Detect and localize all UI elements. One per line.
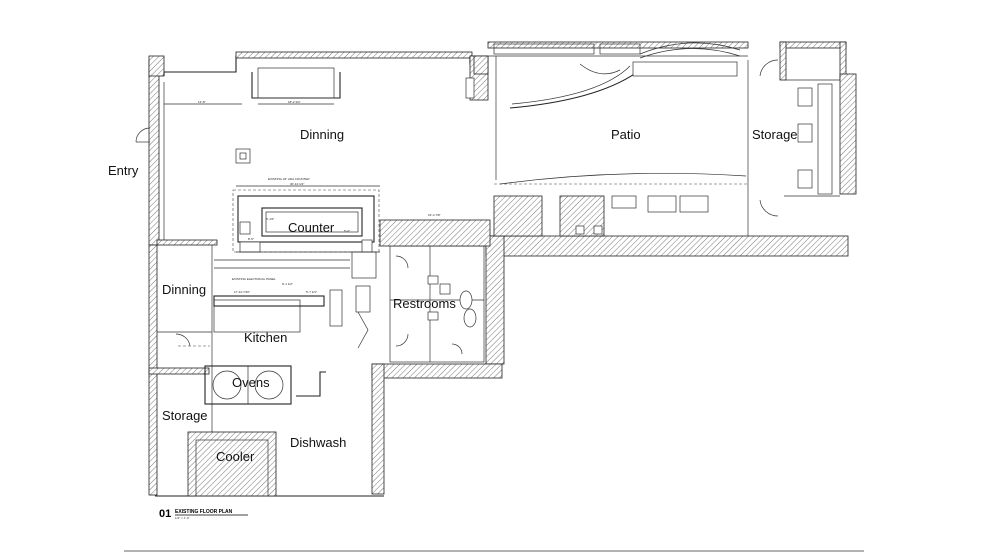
plan-notes: EXISTING 34" ADA COUNTER EXISTING ELECTR… xyxy=(198,100,441,294)
label-kitchen: Kitchen xyxy=(244,330,287,345)
dim-3: 30'-10 1/2" xyxy=(290,182,304,186)
title-text: EXISTING FLOOR PLAN xyxy=(175,509,233,515)
walls xyxy=(148,41,857,497)
dim-2: 18'-2 3/4" xyxy=(288,100,301,104)
counter-features xyxy=(232,185,380,279)
dim-5: 5'-1/4" xyxy=(266,217,274,221)
dim-4: 16'-4 7/8" xyxy=(428,213,441,217)
label-dining-side: Dinning xyxy=(162,282,206,297)
note-ada-counter: EXISTING 34" ADA COUNTER xyxy=(268,177,310,181)
label-cooler: Cooler xyxy=(216,449,255,464)
dim-9: 8'-5" xyxy=(248,237,254,241)
dining-features xyxy=(135,67,475,240)
patio-features xyxy=(493,42,749,237)
label-storage-kitchen: Storage xyxy=(162,408,208,423)
label-dining-main: Dinning xyxy=(300,127,344,142)
dim-10: 9'-1 1/2" xyxy=(282,282,293,286)
title-scale: 1/4" = 1'-0" xyxy=(175,516,190,520)
title-number: 01 xyxy=(159,508,171,520)
note-electrical-panel: EXISTING ELECTRICAL PANEL xyxy=(232,277,276,281)
restrooms-features xyxy=(379,219,491,363)
label-storage-patio: Storage xyxy=(752,127,798,142)
label-dishwash: Dishwash xyxy=(290,435,346,450)
dim-1: 13'-8" xyxy=(198,100,206,104)
storage-patio-features xyxy=(759,59,840,217)
room-labels: Entry Dinning Patio Storage Counter Dinn… xyxy=(108,127,798,464)
dim-7: 5'-7 1/4" xyxy=(306,290,317,294)
dim-8: 5'-0" xyxy=(344,229,350,233)
dim-6: 17'-10 7/16" xyxy=(234,290,250,294)
label-restrooms: Restrooms xyxy=(393,296,456,311)
label-patio: Patio xyxy=(611,127,641,142)
label-counter: Counter xyxy=(288,220,335,235)
kitchen-features xyxy=(157,245,371,497)
label-entry: Entry xyxy=(108,163,139,178)
label-ovens: Ovens xyxy=(232,375,270,390)
title-block: 01 EXISTING FLOOR PLAN 1/4" = 1'-0" xyxy=(124,508,864,552)
